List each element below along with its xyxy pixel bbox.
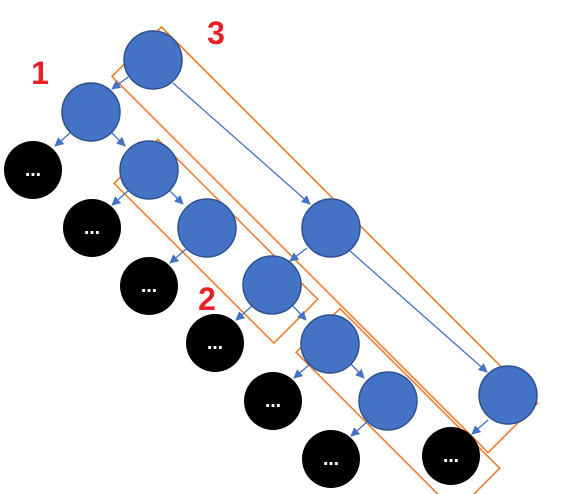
edge xyxy=(350,363,365,379)
edge xyxy=(111,190,129,206)
leaf-ellipsis: … xyxy=(207,334,223,353)
leaf-ellipsis: … xyxy=(323,450,339,469)
edge xyxy=(168,189,184,205)
edge xyxy=(235,305,253,321)
edge xyxy=(471,419,489,435)
leaf-ellipsis: … xyxy=(265,392,281,411)
tree-node xyxy=(123,30,183,90)
tree-node xyxy=(177,198,237,258)
edge xyxy=(293,363,311,379)
edge xyxy=(172,82,311,205)
edge xyxy=(292,305,307,321)
edge xyxy=(289,247,308,262)
leaf-node: … xyxy=(186,314,244,372)
tree-node xyxy=(119,140,179,200)
edge xyxy=(54,132,71,147)
tree-node xyxy=(300,314,360,374)
leaf-ellipsis: … xyxy=(84,219,100,238)
leaf-node: … xyxy=(4,141,62,199)
edge xyxy=(349,250,488,373)
tree-node xyxy=(61,82,121,142)
edge xyxy=(350,421,368,437)
leaf-node: … xyxy=(244,372,302,430)
group-label-2: 2 xyxy=(198,281,216,317)
group-label-1: 1 xyxy=(31,55,49,91)
edge xyxy=(169,248,187,264)
group-label-3: 3 xyxy=(207,15,225,51)
leaf-ellipsis: … xyxy=(141,277,157,296)
leaf-ellipsis: … xyxy=(443,447,459,466)
leaf-node: … xyxy=(63,199,121,257)
leaf-ellipsis: … xyxy=(25,161,41,180)
edge xyxy=(111,76,129,90)
tree-node xyxy=(301,198,361,258)
leaf-node: … xyxy=(422,427,480,485)
leaf-node: … xyxy=(302,430,360,488)
tree-node xyxy=(478,365,538,425)
tree-node xyxy=(242,255,302,315)
tree-node xyxy=(358,371,418,431)
edge xyxy=(110,131,126,147)
leaf-node: … xyxy=(120,257,178,315)
